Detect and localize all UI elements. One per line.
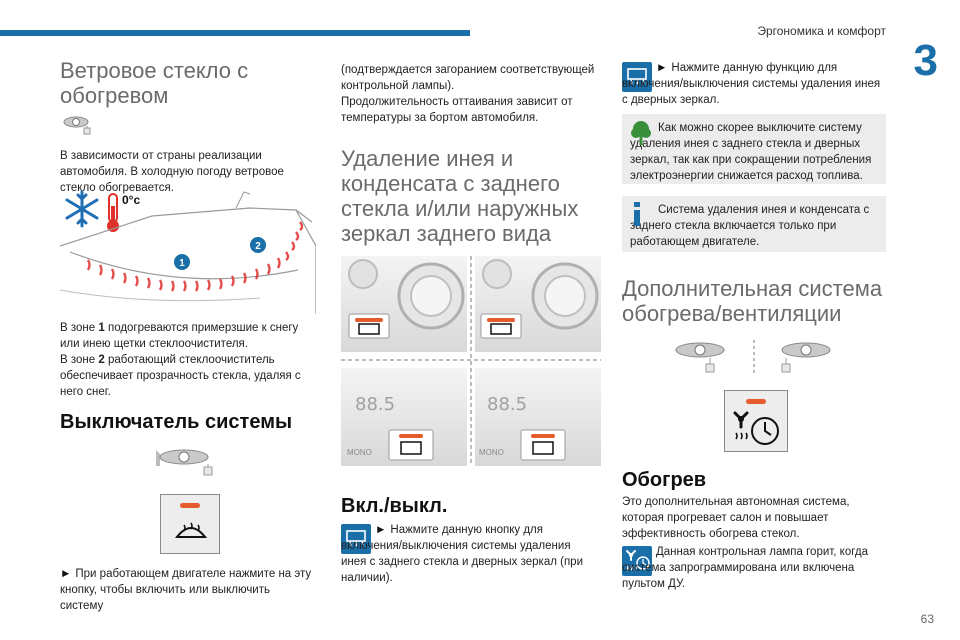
zone-1-text: В зоне 1 подогреваются примерзшие к снег… bbox=[60, 322, 299, 350]
duration-text: Продолжительность оттаивания зависит от … bbox=[341, 96, 573, 124]
on-off-text: ►Нажмите данную кнопку для включения/вык… bbox=[341, 524, 583, 584]
page-number: 63 bbox=[920, 612, 934, 626]
windscreen-intro: В зависимости от страны реализации автом… bbox=[60, 150, 284, 194]
zone-2-marker: 2 bbox=[255, 241, 261, 252]
drive-side-icons bbox=[675, 340, 831, 374]
additional-heating-button[interactable] bbox=[724, 390, 788, 452]
info-note: Система удаления инея и конденсата с зад… bbox=[622, 196, 886, 252]
zone-1-marker: 1 bbox=[179, 258, 185, 269]
heating-text: Это дополнительная автономная система, к… bbox=[622, 496, 850, 540]
zone-2-text: В зоне 2 работающий стеклоочиститель обе… bbox=[60, 354, 301, 398]
thermometer-icon bbox=[107, 193, 119, 232]
climate-display-left: 88.5 bbox=[355, 394, 395, 415]
mono-label-right: MONO bbox=[479, 448, 504, 457]
confirmation-text: (подтверждается загоранием соответствующ… bbox=[341, 64, 595, 92]
lamp-text: Данная контрольная лампа горит, когда си… bbox=[622, 546, 868, 590]
heater-timer-icon bbox=[733, 411, 779, 445]
switch-section-title: Выключатель системы bbox=[60, 411, 293, 433]
console-panels-figure: 88.5 MONO 88.5 MONO bbox=[341, 256, 601, 466]
mirror-demist-icon bbox=[622, 62, 652, 92]
info-icon bbox=[634, 202, 640, 226]
heat-waves bbox=[86, 221, 304, 292]
temperature-label: 0°c bbox=[122, 193, 140, 207]
heater-lamp-icon bbox=[622, 546, 652, 576]
section-title: Эргономика и комфорт bbox=[757, 24, 886, 38]
left-hand-drive-icon-2 bbox=[156, 449, 213, 476]
heated-windscreen-icon bbox=[175, 522, 207, 538]
additional-heating-title: Дополнительная система обогрева/вентиляц… bbox=[622, 276, 883, 326]
info-note-text: Система удаления инея и конденсата с зад… bbox=[630, 204, 870, 248]
heated-windscreen-figure: 0°c 1 2 bbox=[60, 190, 316, 314]
rear-demist-button-icon bbox=[341, 524, 371, 554]
eco-tree-icon bbox=[631, 121, 651, 145]
switch-text: ►При работающем двигателе нажмите на эту… bbox=[60, 568, 312, 612]
chapter-number: 3 bbox=[913, 36, 938, 85]
mono-label-left: MONO bbox=[347, 448, 372, 457]
rear-demist-title: Удаление инея и конденсата с заднего сте… bbox=[341, 146, 579, 246]
mirror-demist-text: ►Нажмите данную функцию для включения/вы… bbox=[622, 62, 881, 106]
indicator-led bbox=[180, 503, 200, 508]
on-off-title: Вкл./выкл. bbox=[341, 495, 448, 517]
indicator-led-heating bbox=[746, 399, 766, 404]
heated-windscreen-title: Ветровое стекло с обогревом bbox=[60, 58, 249, 108]
eco-note: Как можно скорее выключите систему удале… bbox=[622, 114, 886, 184]
climate-display-right: 88.5 bbox=[487, 394, 527, 415]
left-hand-drive-icon bbox=[62, 114, 92, 135]
heating-title: Обогрев bbox=[622, 469, 707, 491]
windscreen-heating-button[interactable] bbox=[160, 494, 220, 554]
snowflake-icon bbox=[65, 190, 99, 228]
header-accent-bar bbox=[0, 30, 470, 36]
eco-note-text: Как можно скорее выключите систему удале… bbox=[630, 122, 872, 182]
